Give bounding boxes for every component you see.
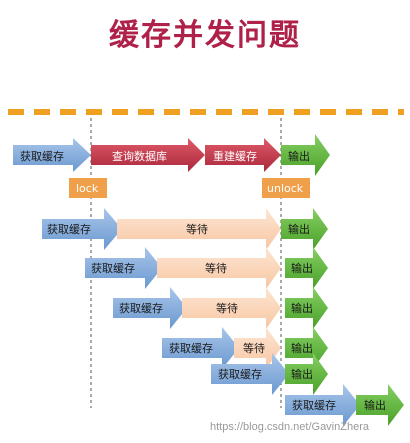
watermark-text: https://blog.csdn.net/GavinZhera	[210, 421, 369, 433]
output-label-3: 输出	[291, 261, 313, 275]
get-cache-arrow-6	[211, 353, 289, 395]
wait-label-2: 等待	[186, 222, 208, 236]
get-cache-arrow-2	[42, 208, 122, 250]
lock-label: lock	[76, 182, 99, 195]
get-cache-label-7: 获取缓存	[292, 398, 336, 412]
rebuild-cache-arrow	[205, 138, 281, 172]
output-label-5: 输出	[291, 341, 313, 355]
get-cache-arrow-7	[285, 384, 360, 426]
output-arrow-7	[356, 384, 404, 426]
rebuild-cache-label: 重建缓存	[213, 149, 257, 163]
output-arrow-2	[281, 208, 328, 250]
output-arrow-3	[285, 247, 328, 289]
get-cache-label-6: 获取缓存	[218, 367, 262, 381]
output-label-7: 输出	[364, 398, 386, 412]
output-label-4: 输出	[291, 301, 313, 315]
unlock-label: unlock	[267, 182, 304, 195]
output-label-2: 输出	[288, 222, 310, 236]
wait-label-5: 等待	[243, 341, 265, 355]
query-db-arrow	[91, 138, 205, 172]
output-arrow-4	[285, 287, 328, 329]
get-cache-arrow-4	[113, 287, 187, 329]
get-cache-label-1: 获取缓存	[20, 149, 64, 163]
get-cache-label-5: 获取缓存	[169, 341, 213, 355]
output-arrow-6	[285, 353, 328, 395]
get-cache-label-3: 获取缓存	[91, 261, 135, 275]
output-label-1: 输出	[288, 149, 310, 163]
output-label-6: 输出	[291, 367, 313, 381]
wait-arrow-2	[117, 208, 281, 250]
get-cache-arrow-1	[13, 138, 91, 172]
wait-arrow-3	[157, 247, 281, 289]
get-cache-arrow-5	[162, 327, 239, 369]
wait-label-4: 等待	[216, 301, 238, 315]
get-cache-arrow-3	[85, 247, 162, 289]
lock-box	[69, 178, 107, 198]
unlock-box	[262, 178, 310, 198]
get-cache-label-2: 获取缓存	[47, 222, 91, 236]
query-db-label: 查询数据库	[112, 149, 167, 163]
get-cache-label-4: 获取缓存	[119, 301, 163, 315]
output-arrow-1	[281, 134, 330, 176]
wait-label-3: 等待	[205, 261, 227, 275]
output-arrow-5	[285, 327, 328, 369]
wait-arrow-4	[182, 287, 281, 329]
diagram-title: 缓存并发问题	[109, 18, 301, 53]
wait-arrow-5	[234, 327, 281, 369]
